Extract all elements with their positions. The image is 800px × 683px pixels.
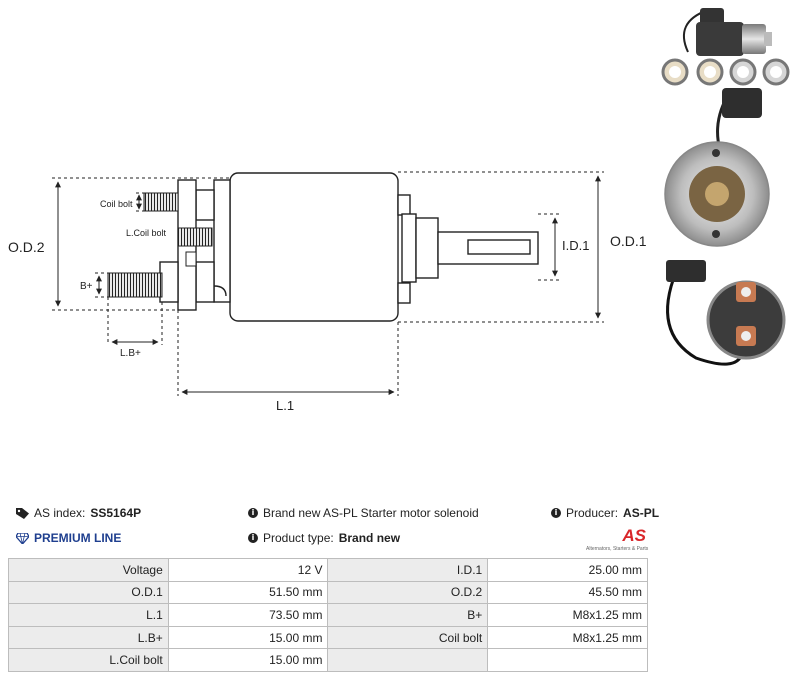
coil-bolt-label: Coil bolt	[100, 199, 133, 209]
spec-label: B+	[327, 603, 489, 627]
lcoil-bolt-thread	[177, 227, 213, 247]
spec-label: O.D.1	[8, 580, 169, 605]
info-icon: i	[248, 508, 258, 518]
bplus-label: B+	[80, 281, 93, 292]
spec-label: Coil bolt	[327, 625, 489, 650]
solenoid-body	[159, 172, 539, 322]
spec-value	[487, 648, 648, 672]
coil-bolt-thread	[143, 192, 179, 212]
spec-value: 15.00 mm	[167, 648, 329, 672]
producer-value: AS-PL	[623, 506, 660, 520]
spec-value: 51.50 mm	[167, 580, 329, 605]
as-index-label: AS index:	[34, 506, 86, 520]
logo-mark: AS	[622, 526, 646, 545]
spec-value: 45.50 mm	[487, 580, 648, 605]
product-type-label: Product type:	[263, 531, 334, 545]
l1-label: L.1	[276, 398, 294, 413]
as-pl-logo: AS Alternators, Starters & Parts	[586, 526, 648, 552]
logo-tagline: Alternators, Starters & Parts	[586, 546, 649, 552]
tag-icon	[16, 507, 29, 519]
product-photo-rear	[666, 260, 786, 366]
product-photo-side	[661, 8, 790, 86]
od2-label: O.D.2	[8, 239, 45, 255]
od1-label: O.D.1	[610, 233, 647, 249]
product-photo-front	[664, 88, 770, 247]
dimension-lines	[52, 171, 604, 396]
spec-label: O.D.2	[327, 580, 489, 605]
technical-drawing: O.D.2 O.D.1 I.D.1 L.1 B+ L.B+ Coil bolt …	[8, 8, 790, 413]
spec-value: 12 V	[167, 558, 329, 582]
info-icon: i	[248, 533, 258, 543]
spec-label: I.D.1	[327, 558, 489, 582]
product-type-value: Brand new	[338, 531, 401, 545]
lcoil-bolt-label: L.Coil bolt	[126, 228, 167, 238]
spec-label: L.B+	[8, 625, 169, 650]
spec-value: 73.50 mm	[167, 603, 329, 627]
spec-label	[327, 648, 489, 672]
premium-line: PREMIUM LINE	[16, 531, 121, 545]
product-description: i Brand new AS-PL Starter motor solenoid	[248, 506, 479, 520]
producer: i Producer: AS-PL	[551, 506, 659, 520]
product-type: i Product type: Brand new	[248, 531, 400, 545]
spec-value: M8x1.25 mm	[487, 625, 648, 650]
bplus-bolt-thread	[107, 272, 163, 298]
diamond-icon	[16, 532, 29, 544]
lbplus-label: L.B+	[120, 348, 141, 359]
as-index: AS index: SS5164P	[16, 506, 141, 520]
spec-label: L.1	[8, 603, 169, 627]
spec-value: M8x1.25 mm	[487, 603, 648, 627]
spec-value: 15.00 mm	[167, 625, 329, 650]
as-index-value: SS5164P	[90, 506, 142, 520]
spec-value: 25.00 mm	[487, 558, 648, 582]
info-icon: i	[551, 508, 561, 518]
premium-line-label: PREMIUM LINE	[34, 531, 122, 545]
id1-label: I.D.1	[562, 238, 589, 253]
spec-label: L.Coil bolt	[8, 648, 169, 672]
spec-label: Voltage	[8, 558, 169, 582]
description-text: Brand new AS-PL Starter motor solenoid	[263, 506, 479, 520]
producer-label: Producer:	[566, 506, 619, 520]
